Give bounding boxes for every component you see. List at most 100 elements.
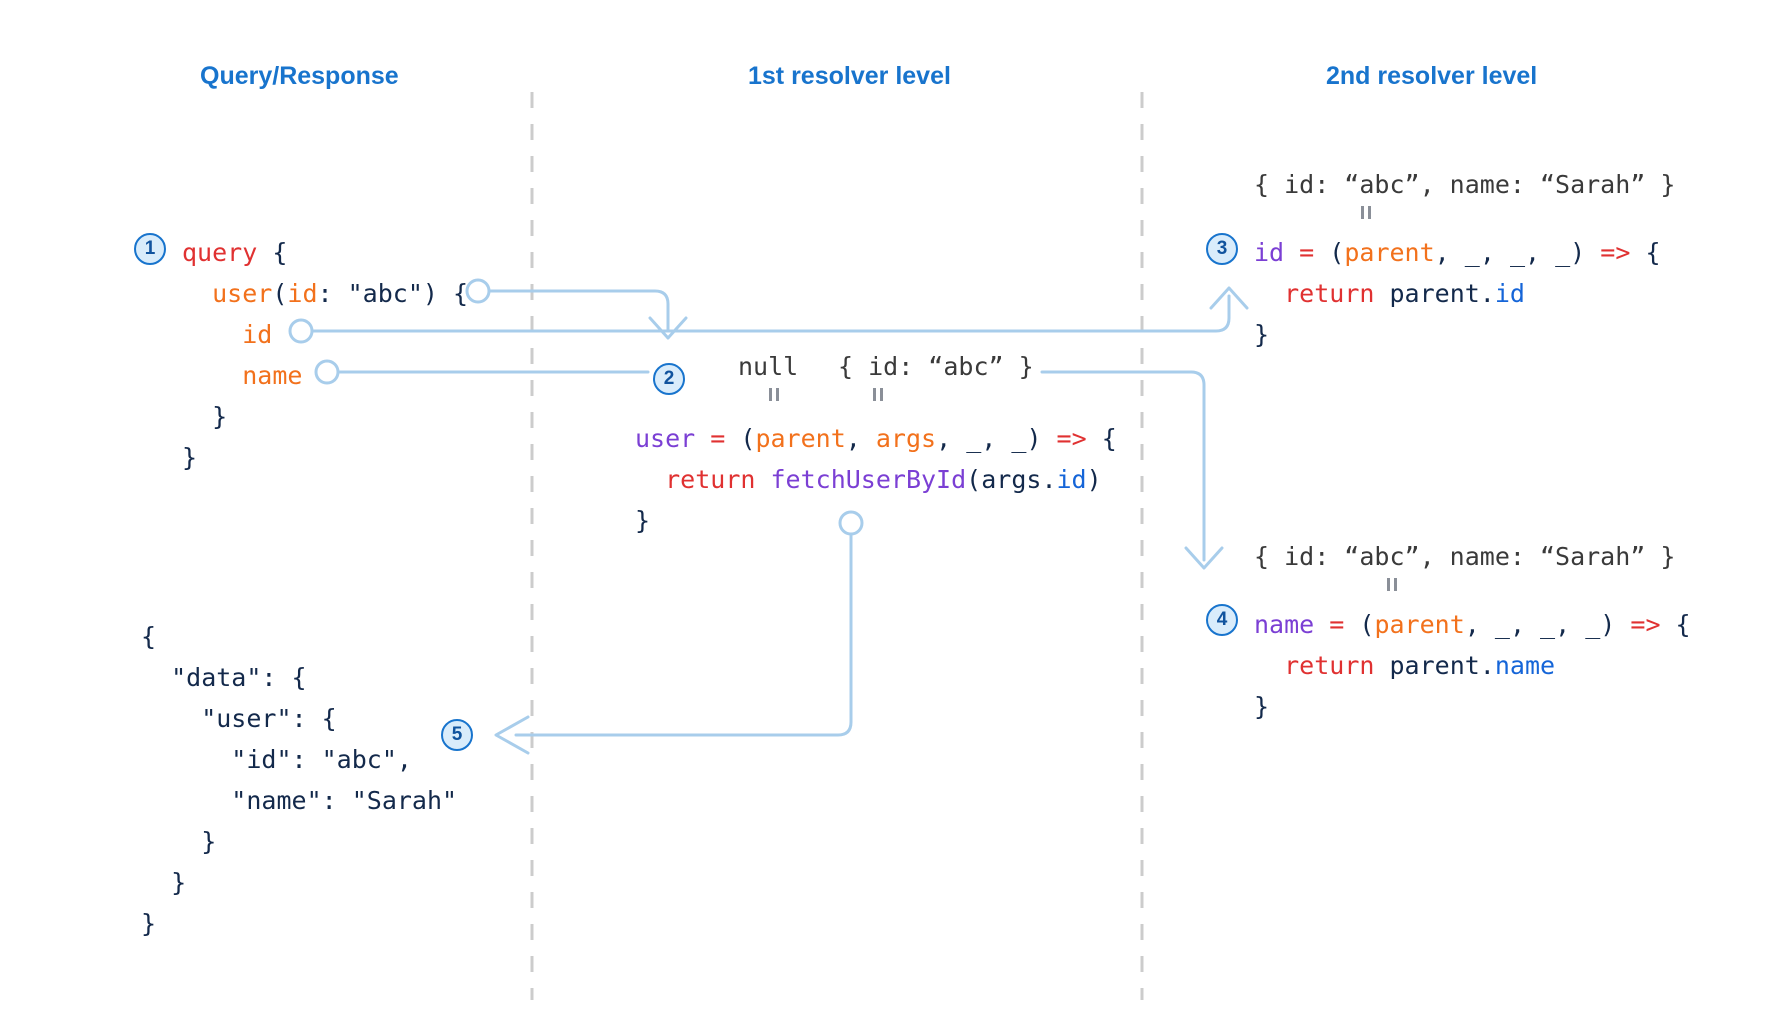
code-token: => — [1600, 238, 1631, 267]
code-token: parent — [755, 424, 846, 453]
code-token: "name": "Sarah" — [141, 786, 458, 815]
column-divider-group — [530, 92, 1144, 1000]
code-line: return fetchUserById(args.id) — [635, 459, 1117, 500]
code-token: , — [1464, 610, 1495, 639]
step-badge-3[interactable]: 3 — [1206, 233, 1238, 265]
equals-mark-args — [873, 388, 884, 401]
code-token: , — [1525, 238, 1556, 267]
code-token: . — [1479, 279, 1495, 308]
code-token: "id": "abc", — [141, 745, 412, 774]
code-token: _ — [1509, 238, 1525, 267]
code-token: id — [242, 320, 273, 349]
code-line: } — [141, 821, 457, 862]
step-badge-5[interactable]: 5 — [441, 719, 473, 751]
code-line: id — [182, 314, 468, 355]
user-resolver-code: user = (parent, args, _, _) => { return … — [635, 418, 1117, 541]
code-token: ( — [725, 424, 756, 453]
code-token — [635, 465, 665, 494]
step-badge-1[interactable]: 1 — [134, 233, 166, 265]
code-token: => — [1056, 424, 1087, 453]
code-token — [1374, 651, 1389, 680]
code-token: ( — [966, 465, 982, 494]
code-token: , — [1479, 238, 1510, 267]
code-token: } — [141, 909, 157, 938]
code-token — [1374, 279, 1389, 308]
code-token: { — [1086, 424, 1117, 453]
code-token — [1314, 610, 1329, 639]
code-token — [755, 465, 770, 494]
code-token: id — [1056, 465, 1087, 494]
column-header-first-resolver: 1st resolver level — [748, 62, 951, 90]
code-token: } — [141, 827, 217, 856]
code-token — [182, 361, 242, 390]
column-header-query-response: Query/Response — [200, 62, 399, 90]
code-token: "abc" — [347, 279, 423, 308]
code-token: name — [1494, 651, 1556, 680]
equals-mark-id-parent — [1361, 206, 1372, 219]
code-token: , — [845, 424, 876, 453]
code-line: } — [635, 500, 1117, 541]
code-token: { — [141, 622, 157, 651]
step-badge-4[interactable]: 4 — [1206, 604, 1238, 636]
code-token: name — [242, 361, 303, 390]
code-token: name — [1254, 610, 1315, 639]
code-line: { — [141, 616, 457, 657]
code-token: ) — [1086, 465, 1102, 494]
user-resolver-args-annotation: { id: “abc” } — [838, 352, 1034, 381]
code-token: ( — [1344, 610, 1375, 639]
code-token: "data": { — [141, 663, 307, 692]
code-token: _ — [966, 424, 982, 453]
code-token: } — [1254, 692, 1270, 721]
code-token: query — [182, 238, 258, 267]
step-badge-2[interactable]: 2 — [653, 363, 685, 395]
code-token — [1254, 651, 1284, 680]
code-token: "user": { — [141, 704, 337, 733]
code-line: user = (parent, args, _, _) => { — [635, 418, 1117, 459]
code-token: return — [665, 465, 756, 494]
code-line: return parent.id — [1254, 273, 1661, 314]
code-token: , — [936, 424, 967, 453]
equals-mark-parent — [769, 388, 780, 401]
id-resolver-parent-annotation: { id: “abc”, name: “Sarah” } — [1254, 170, 1676, 199]
code-token: id — [287, 279, 318, 308]
code-token — [1254, 279, 1284, 308]
code-line: } — [141, 862, 457, 903]
arrowhead-into-user-resolver — [648, 316, 688, 340]
arrowhead-into-name-resolver — [1184, 546, 1224, 570]
code-token: ) { — [422, 279, 469, 308]
code-token: return — [1284, 279, 1375, 308]
code-token: id — [1254, 238, 1285, 267]
code-line: query { — [182, 232, 468, 273]
code-token: { — [1630, 238, 1661, 267]
code-token: { — [257, 238, 288, 267]
user-resolver-parent-annotation: null — [738, 352, 799, 381]
code-token: _ — [1011, 424, 1027, 453]
name-resolver-code: name = (parent, _, _, _) => { return par… — [1254, 604, 1691, 727]
code-line: "id": "abc", — [141, 739, 457, 780]
code-token: parent — [1344, 238, 1435, 267]
wire-resolver-to-response — [514, 533, 853, 737]
code-line: name — [182, 355, 468, 396]
code-token: _ — [1540, 610, 1556, 639]
code-line: } — [182, 437, 468, 478]
graphql-response-block: { "data": { "user": { "id": "abc", "name… — [141, 616, 457, 944]
code-token: fetchUserById — [770, 465, 967, 494]
code-token: = — [710, 424, 726, 453]
code-token: _ — [1494, 610, 1510, 639]
code-token: return — [1284, 651, 1375, 680]
code-token: } — [1254, 320, 1270, 349]
code-line: } — [1254, 314, 1661, 355]
code-token: } — [635, 506, 651, 535]
code-line: } — [141, 903, 457, 944]
code-token: parent — [1374, 610, 1465, 639]
arrowhead-into-id-resolver — [1209, 286, 1249, 310]
code-token: user — [212, 279, 273, 308]
code-token: ) — [1570, 238, 1601, 267]
code-line: "user": { — [141, 698, 457, 739]
code-token: args — [875, 424, 937, 453]
code-token — [1284, 238, 1299, 267]
code-token: args — [981, 465, 1042, 494]
code-token: _ — [1555, 238, 1571, 267]
code-line: } — [182, 396, 468, 437]
code-token: , — [981, 424, 1012, 453]
